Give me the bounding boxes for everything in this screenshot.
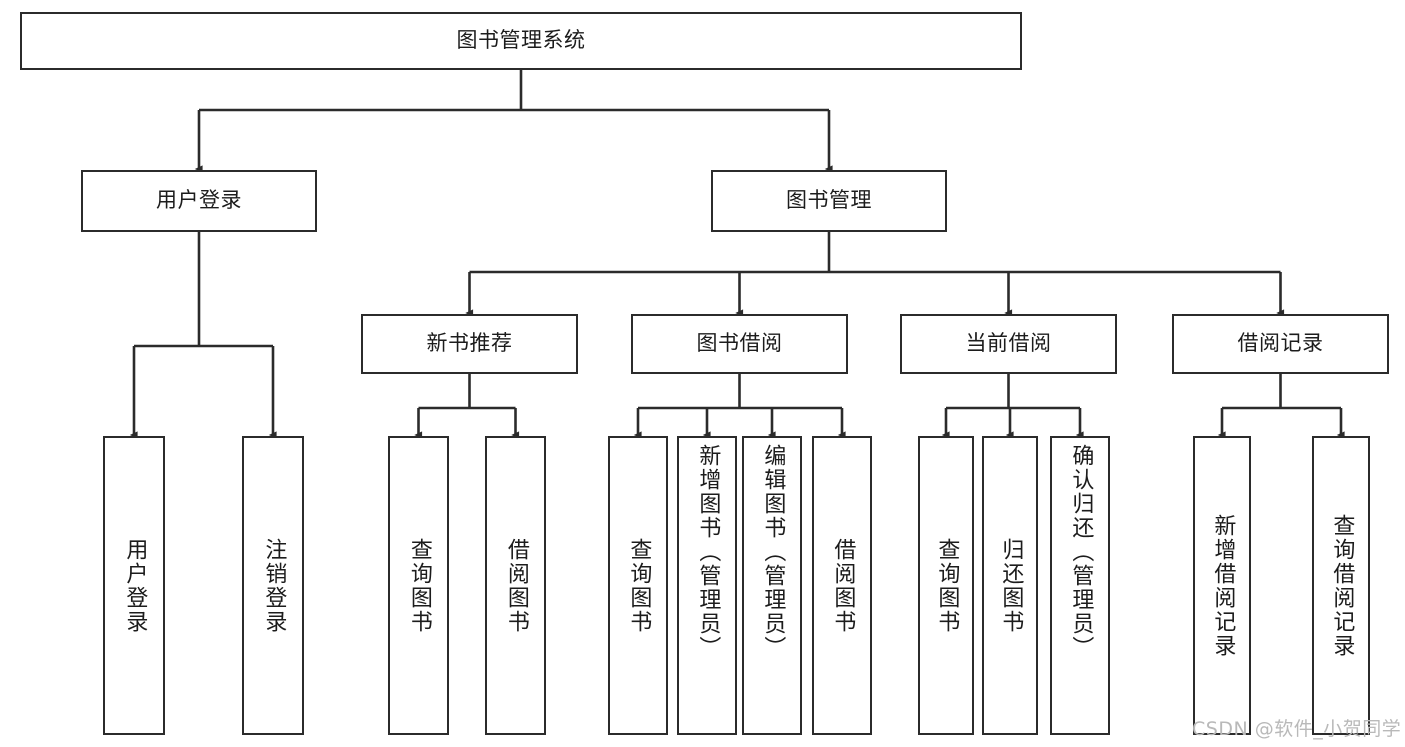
node-label-leaf-return-book: 归还图书 xyxy=(998,537,1024,634)
node-label-leaf-add-book-admin: 新增图书（管理员） xyxy=(695,444,721,660)
node-label-leaf-add-borrow-record: 新增借阅记录 xyxy=(1210,513,1236,658)
node-user-login[interactable]: 用户登录 xyxy=(81,170,317,232)
node-leaf-query-book-2[interactable]: 查询图书 xyxy=(608,436,668,735)
node-label-leaf-query-borrow-record: 查询借阅记录 xyxy=(1329,513,1355,658)
csdn-watermark: CSDN @软件_小贺同学 xyxy=(1192,718,1402,740)
node-leaf-confirm-return-admin[interactable]: 确认归还（管理员） xyxy=(1050,436,1110,735)
node-book-borrow[interactable]: 图书借阅 xyxy=(631,314,848,374)
node-leaf-query-book-1[interactable]: 查询图书 xyxy=(388,436,449,735)
node-label-new-book-recommend: 新书推荐 xyxy=(426,331,513,356)
node-label-leaf-query-book-1: 查询图书 xyxy=(406,537,432,634)
node-leaf-add-book-admin[interactable]: 新增图书（管理员） xyxy=(677,436,737,735)
node-label-leaf-borrow-book-1: 借阅图书 xyxy=(503,537,529,634)
node-leaf-borrow-book-1[interactable]: 借阅图书 xyxy=(485,436,546,735)
node-leaf-add-borrow-record[interactable]: 新增借阅记录 xyxy=(1193,436,1251,735)
node-label-user-login: 用户登录 xyxy=(156,188,242,213)
node-label-borrow-record: 借阅记录 xyxy=(1237,331,1324,356)
node-current-borrow[interactable]: 当前借阅 xyxy=(900,314,1117,374)
node-label-leaf-user-login: 用户登录 xyxy=(122,537,148,634)
node-leaf-logout-login[interactable]: 注销登录 xyxy=(242,436,304,735)
node-label-book-borrow: 图书借阅 xyxy=(696,331,783,356)
node-book-manage[interactable]: 图书管理 xyxy=(711,170,947,232)
node-root[interactable]: 图书管理系统 xyxy=(20,12,1022,70)
node-label-leaf-logout-login: 注销登录 xyxy=(261,537,287,634)
node-label-leaf-query-book-2: 查询图书 xyxy=(626,537,652,634)
node-label-leaf-borrow-book-2: 借阅图书 xyxy=(830,537,856,634)
node-label-book-manage: 图书管理 xyxy=(786,188,872,213)
node-leaf-edit-book-admin[interactable]: 编辑图书（管理员） xyxy=(742,436,802,735)
node-label-root: 图书管理系统 xyxy=(456,28,586,53)
node-label-current-borrow: 当前借阅 xyxy=(965,331,1052,356)
node-leaf-user-login[interactable]: 用户登录 xyxy=(103,436,165,735)
node-leaf-query-borrow-record[interactable]: 查询借阅记录 xyxy=(1312,436,1370,735)
node-label-leaf-confirm-return-admin: 确认归还（管理员） xyxy=(1068,444,1094,660)
node-label-leaf-query-book-3: 查询图书 xyxy=(934,537,960,634)
node-leaf-borrow-book-2[interactable]: 借阅图书 xyxy=(812,436,872,735)
node-borrow-record[interactable]: 借阅记录 xyxy=(1172,314,1389,374)
node-new-book-recommend[interactable]: 新书推荐 xyxy=(361,314,578,374)
node-label-leaf-edit-book-admin: 编辑图书（管理员） xyxy=(760,444,786,660)
node-leaf-query-book-3[interactable]: 查询图书 xyxy=(918,436,974,735)
node-leaf-return-book[interactable]: 归还图书 xyxy=(982,436,1038,735)
